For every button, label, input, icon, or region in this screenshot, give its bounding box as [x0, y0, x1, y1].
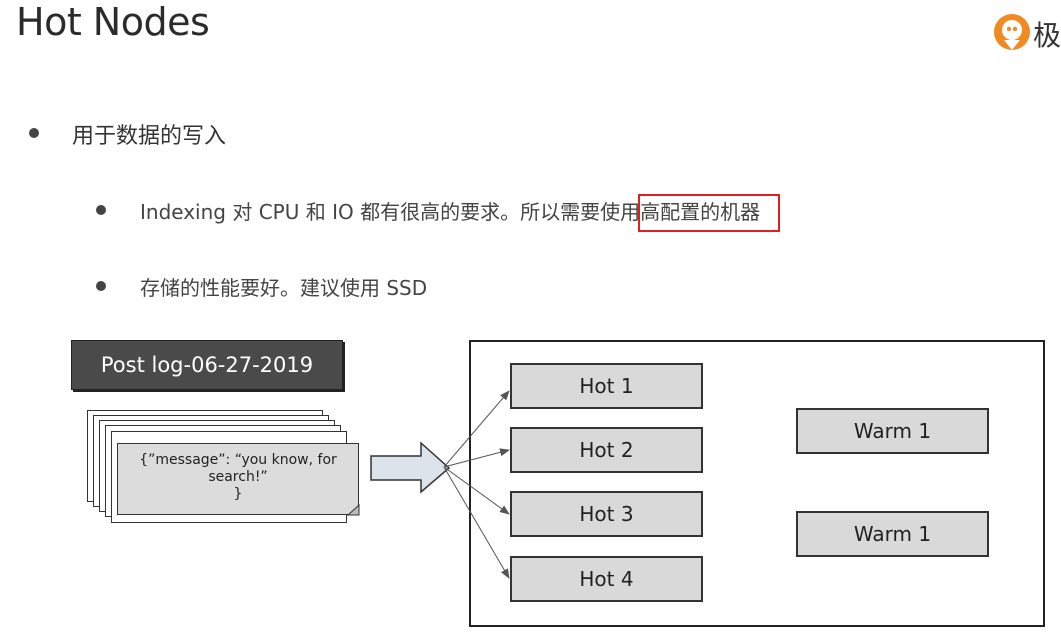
hot-node: Hot 4	[510, 556, 703, 602]
bullet-dot-main	[29, 128, 39, 138]
block-arrow-icon	[370, 441, 451, 494]
hot-node: Hot 1	[510, 363, 703, 409]
post-log-label: Post log-06-27-2019	[71, 340, 343, 390]
bullet-sub1: Indexing 对 CPU 和 IO 都有很高的要求。所以需要使用高配置的机器	[140, 194, 781, 232]
warm-node: Warm 1	[796, 511, 989, 557]
json-line-1: {”message”: “you know, for	[139, 452, 337, 468]
logo-icon	[994, 14, 1030, 50]
bullet-dot-sub1	[96, 205, 106, 215]
hot-node: Hot 3	[510, 491, 703, 537]
logo-text: 极	[1033, 19, 1061, 52]
bullet-main-text: 用于数据的写入	[72, 124, 227, 149]
hot-node: Hot 2	[510, 427, 703, 473]
json-line-2: search!”	[208, 469, 268, 485]
bullet-dot-sub2	[96, 281, 106, 291]
highlighted-phrase: 高配置的机器	[638, 194, 781, 232]
json-line-3: }	[233, 486, 243, 502]
bullet-sub1-prefix: Indexing 对 CPU 和 IO 都有很高的要求。所以需要使用	[140, 200, 641, 224]
warm-node: Warm 1	[796, 408, 989, 454]
bullet-sub2-text: 存储的性能要好。建议使用 SSD	[140, 276, 428, 300]
json-document: {”message”: “you know, for search!” }	[117, 443, 359, 515]
slide-title: Hot Nodes	[16, 0, 210, 44]
